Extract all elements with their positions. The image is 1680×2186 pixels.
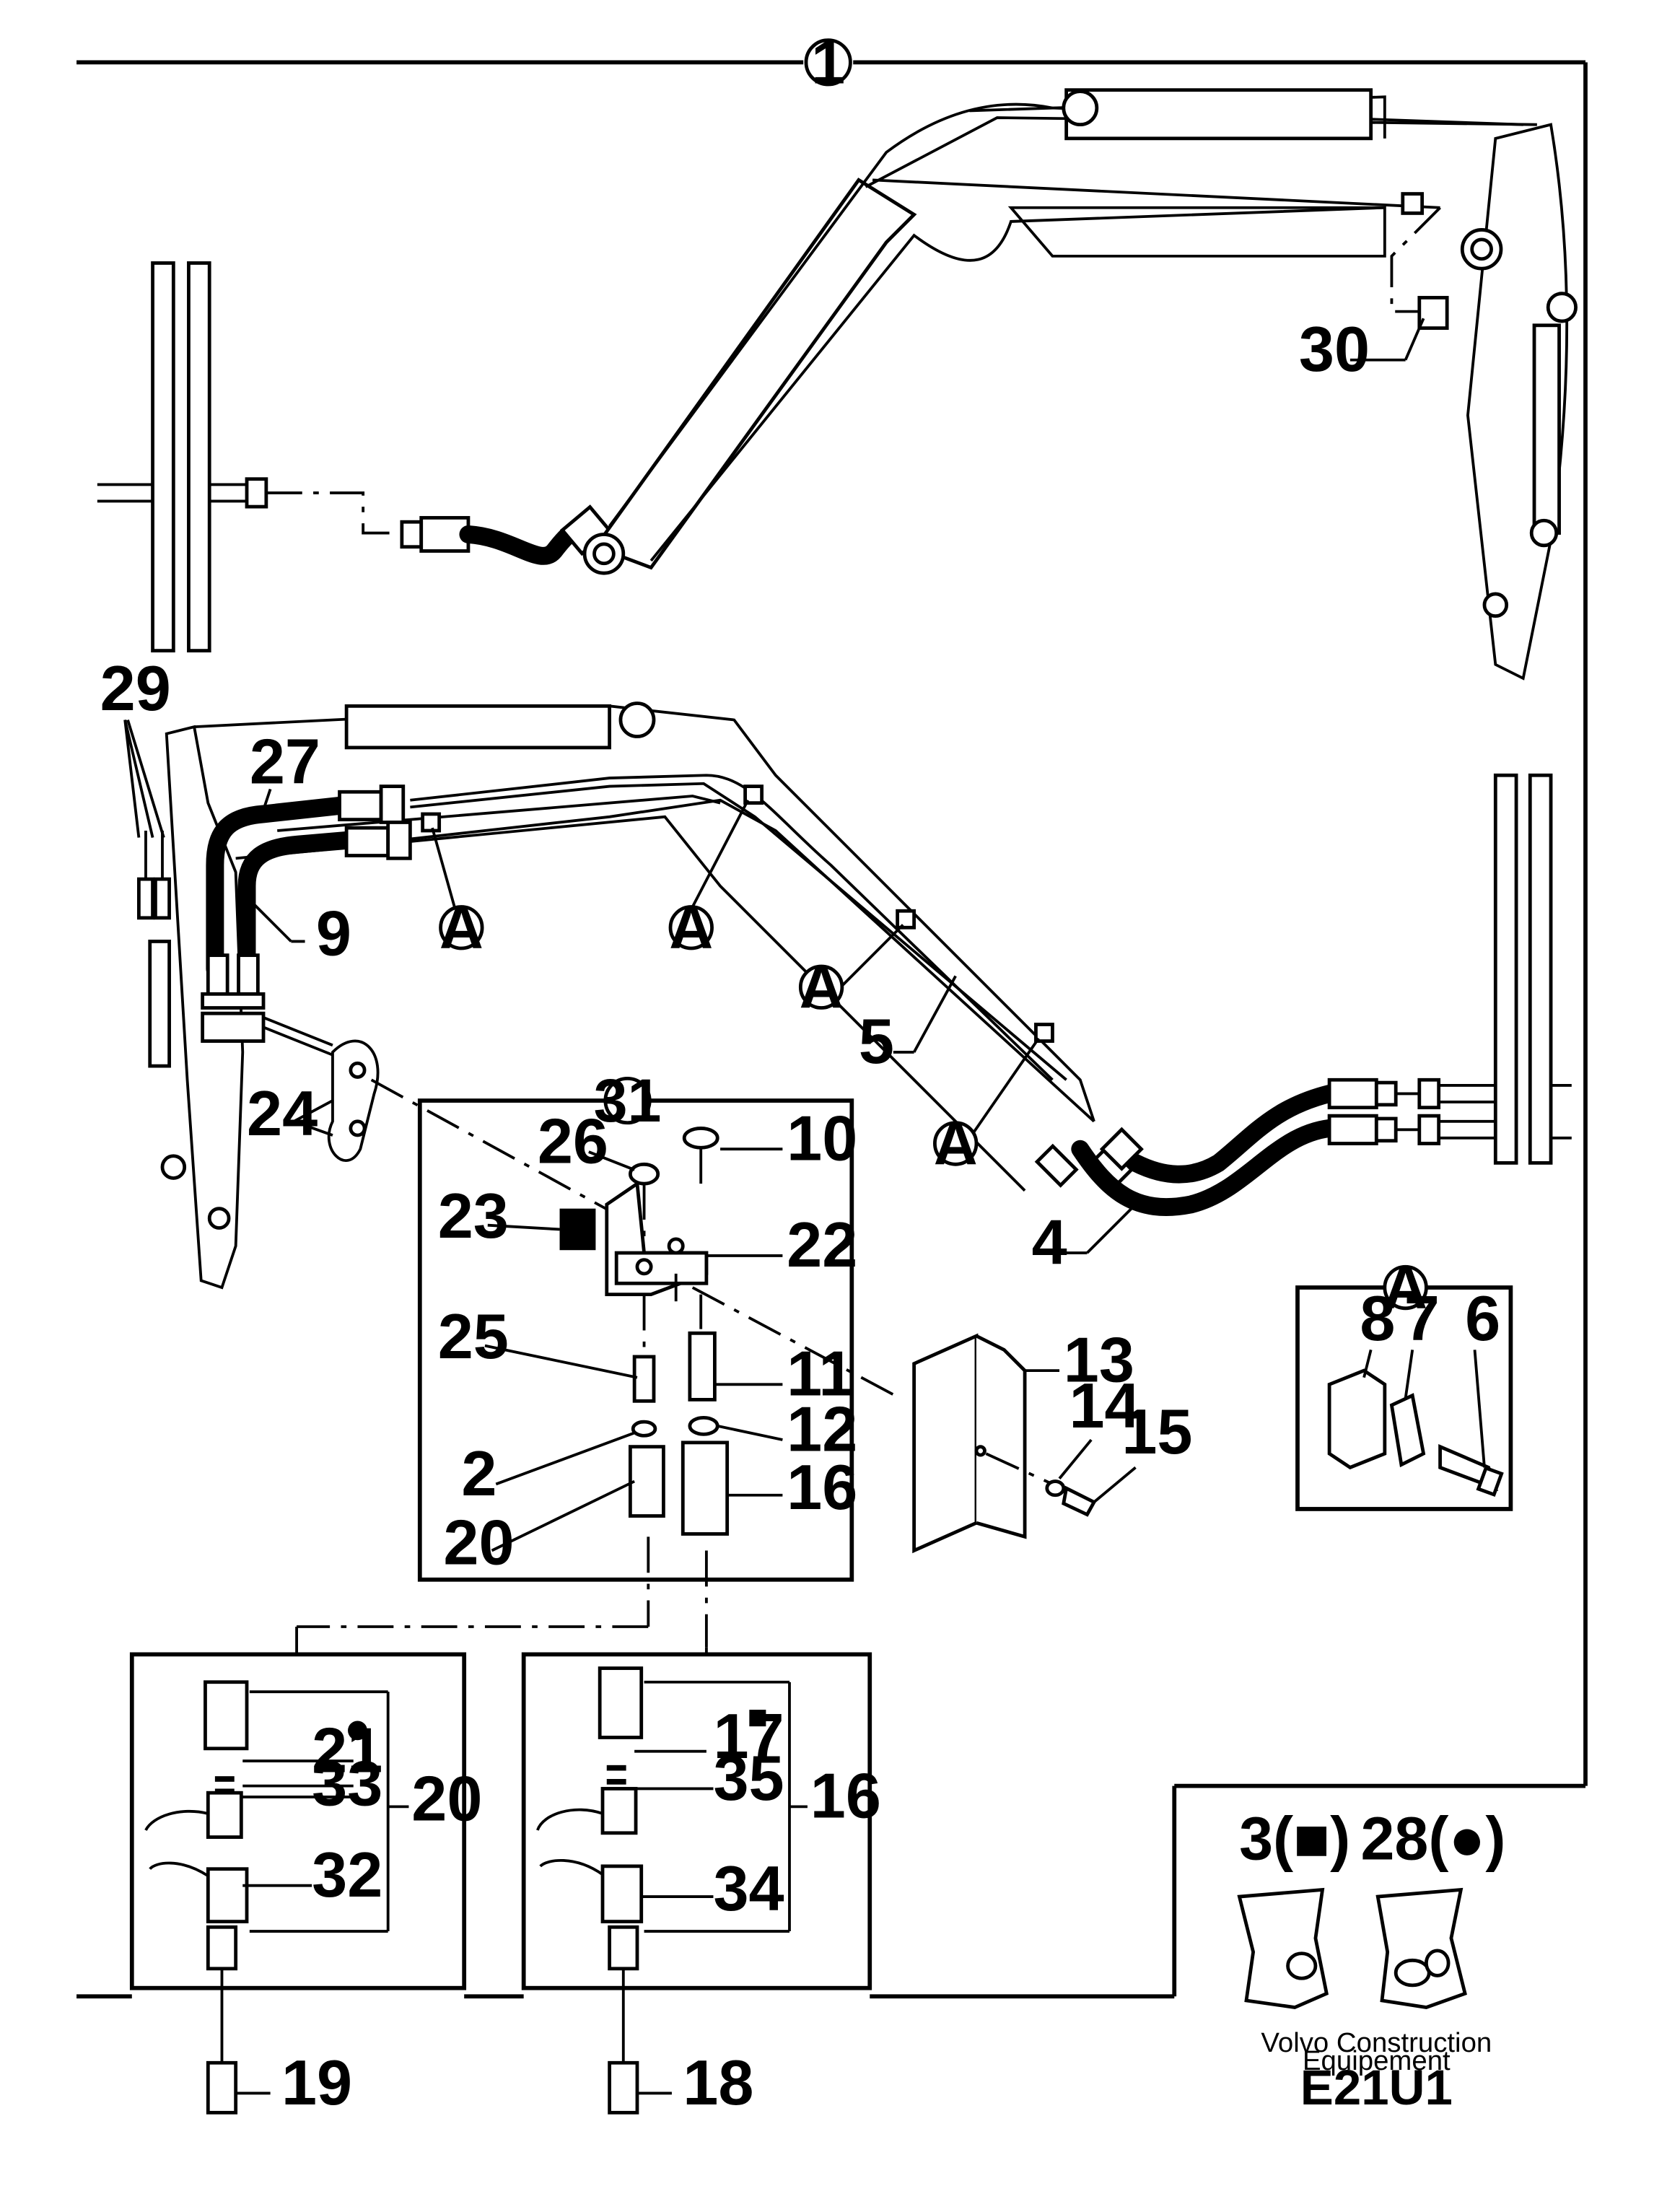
credit-line1: Volvo Construction (1261, 2027, 1492, 2058)
credits: Volvo Construction Equipement E21U1 (1261, 2027, 1492, 2115)
svg-text:A: A (439, 893, 484, 961)
callouts-a: A A A A (439, 893, 979, 1178)
leader-lines (123, 318, 1486, 2095)
label-16b: 16 (810, 1760, 881, 1832)
label-9: 9 (316, 898, 351, 969)
svg-text:A: A (669, 893, 713, 961)
svg-text:1: 1 (811, 28, 845, 96)
svg-text:A: A (1383, 1254, 1427, 1321)
kit-labels: 3(■) 28(●) (1239, 1804, 1505, 1872)
svg-text:31: 31 (594, 1067, 662, 1134)
detail-a: A (1295, 1254, 1513, 1511)
label-17: 17 (713, 1700, 784, 1772)
kit-3-label: 3(■) (1239, 1804, 1350, 1872)
label-33: 33 (312, 1747, 382, 1819)
frame-lines (76, 60, 1588, 1999)
label-20b: 20 (411, 1763, 482, 1835)
kit-bags (1237, 1887, 1467, 2010)
label-11: 11 (787, 1338, 854, 1409)
label-35: 35 (713, 1742, 784, 1814)
label-32: 32 (312, 1839, 382, 1910)
label-2: 2 (461, 1438, 496, 1509)
svg-text:A: A (934, 1110, 978, 1178)
svg-text:A: A (800, 953, 844, 1021)
lower-boom-arm-illustration (136, 701, 1572, 1290)
label-22: 22 (787, 1209, 857, 1280)
coupler-set-16 (521, 1652, 872, 2063)
label-27: 27 (250, 726, 320, 797)
coupler-set-20 (129, 1652, 467, 2063)
label-24: 24 (247, 1077, 318, 1149)
label-20: 20 (443, 1507, 514, 1578)
label-4: 4 (1032, 1206, 1067, 1277)
label-14: 14 (1069, 1370, 1139, 1441)
part-labels: 30 29 27 9 5 4 24 26 10 23 22 25 11 12 2… (100, 313, 1501, 2118)
label-10: 10 (787, 1103, 857, 1174)
label-19: 19 (281, 2047, 352, 2118)
drawing-code: E21U1 (1300, 2059, 1453, 2115)
label-18: 18 (683, 2047, 753, 2118)
label-30: 30 (1299, 313, 1370, 385)
label-15: 15 (1121, 1396, 1192, 1467)
label-23: 23 (438, 1180, 509, 1251)
label-13: 13 (1064, 1324, 1134, 1395)
upper-boom-arm-illustration (97, 88, 1578, 681)
label-25: 25 (438, 1300, 509, 1372)
label-8: 8 (1360, 1282, 1395, 1354)
label-5: 5 (859, 1005, 894, 1077)
nipples (206, 2060, 639, 2115)
label-12: 12 (787, 1393, 857, 1464)
label-29: 29 (100, 652, 171, 724)
label-34: 34 (713, 1853, 784, 1924)
label-26: 26 (538, 1105, 608, 1176)
label-6: 6 (1465, 1282, 1500, 1354)
label-7: 7 (1404, 1282, 1440, 1354)
sub-assembly-31: 31 (295, 1067, 901, 1655)
kit-28-label: 28(●) (1360, 1804, 1505, 1872)
credit-line2: Equipement (1303, 2045, 1451, 2076)
label-16: 16 (787, 1451, 857, 1523)
label-21: 21 (312, 1714, 382, 1785)
callout-1: 1 (804, 28, 852, 96)
cover-13 (912, 1333, 1097, 1554)
